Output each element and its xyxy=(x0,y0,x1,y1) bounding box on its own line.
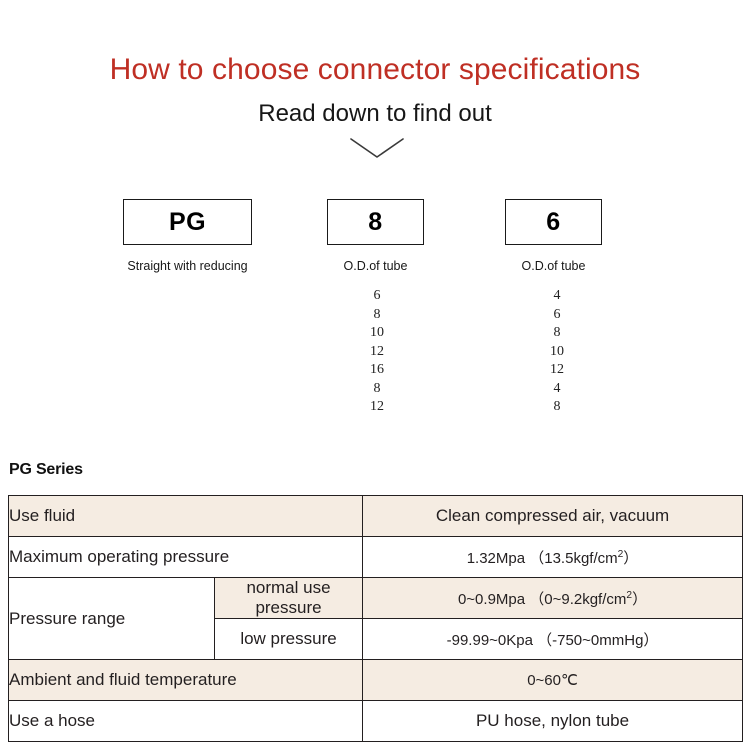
spec-value-suffix: ） xyxy=(632,590,648,608)
spec-value-text: 1.32Mpa （13.5kgf/cm xyxy=(466,549,618,567)
option-value[interactable]: 12 xyxy=(370,343,384,359)
option-value[interactable]: 10 xyxy=(370,325,384,340)
spec-value-superscript: 2 xyxy=(626,589,633,601)
page-title: How to choose connector specifications xyxy=(109,53,641,86)
code-box-od-tube-2[interactable]: 6 xyxy=(505,199,602,245)
spec-table: Use fluid Clean compressed air, vacuum M… xyxy=(7,495,744,742)
option-column-od-tube-1: 6 8 10 12 16 8 12 xyxy=(337,287,417,417)
spec-value-text: 0~0.9Mpa （0~9.2kgf/cm xyxy=(457,590,627,608)
spec-value: 0~0.9Mpa （0~9.2kgf/cm2） xyxy=(362,577,744,619)
option-value[interactable]: 16 xyxy=(370,362,384,377)
option-value[interactable]: 4 xyxy=(553,380,561,396)
spec-sub-label: normal use pressure xyxy=(213,577,364,619)
option-value[interactable]: 8 xyxy=(553,325,561,340)
code-box-series[interactable]: PG xyxy=(123,199,252,245)
code-box-od-tube-1[interactable]: 8 xyxy=(327,199,424,245)
option-column-od-tube-2: 4 6 8 10 12 4 8 xyxy=(517,287,597,417)
code-box-caption-od-tube-2: O.D.of tube xyxy=(521,259,586,273)
table-row: Maximum operating pressure 1.32Mpa （13.5… xyxy=(7,536,744,578)
spec-value-suffix: ） xyxy=(623,549,639,567)
option-value[interactable]: 4 xyxy=(553,288,561,303)
option-value[interactable]: 12 xyxy=(550,362,564,377)
spec-value: Clean compressed air, vacuum xyxy=(362,495,744,537)
option-value[interactable]: 8 xyxy=(553,399,561,414)
spec-sub-label: low pressure xyxy=(213,618,364,660)
option-value[interactable]: 12 xyxy=(370,399,384,414)
spec-label: Use fluid xyxy=(7,495,364,537)
option-value[interactable]: 10 xyxy=(550,343,564,359)
table-row: Use a hose PU hose, nylon tube xyxy=(7,700,744,742)
spec-table-heading: PG Series xyxy=(9,461,83,478)
spec-value: PU hose, nylon tube xyxy=(362,700,744,742)
spec-label: Maximum operating pressure xyxy=(7,536,364,578)
spec-value: 0~60℃ xyxy=(362,659,744,701)
spec-value-superscript: 2 xyxy=(617,548,624,560)
chevron-down-icon xyxy=(349,136,405,162)
table-row: Ambient and fluid temperature 0~60℃ xyxy=(7,659,744,701)
option-value[interactable]: 8 xyxy=(373,306,381,322)
spec-value: -99.99~0Kpa （-750~0mmHg） xyxy=(362,618,744,660)
option-value[interactable]: 6 xyxy=(553,306,561,322)
spec-label: Use a hose xyxy=(7,700,364,742)
code-box-caption-series: Straight with reducing xyxy=(127,259,248,273)
page-subtitle: Read down to find out xyxy=(258,100,492,127)
option-value[interactable]: 6 xyxy=(373,288,381,303)
table-row: Use fluid Clean compressed air, vacuum xyxy=(7,495,744,537)
table-row: Pressure range normal use pressure 0~0.9… xyxy=(8,577,744,660)
code-box-caption-od-tube-1: O.D.of tube xyxy=(343,259,408,273)
spec-label: Ambient and fluid temperature xyxy=(7,659,364,701)
spec-value: 1.32Mpa （13.5kgf/cm2） xyxy=(362,536,744,578)
option-value[interactable]: 8 xyxy=(373,380,381,396)
spec-label: Pressure range xyxy=(8,577,215,660)
